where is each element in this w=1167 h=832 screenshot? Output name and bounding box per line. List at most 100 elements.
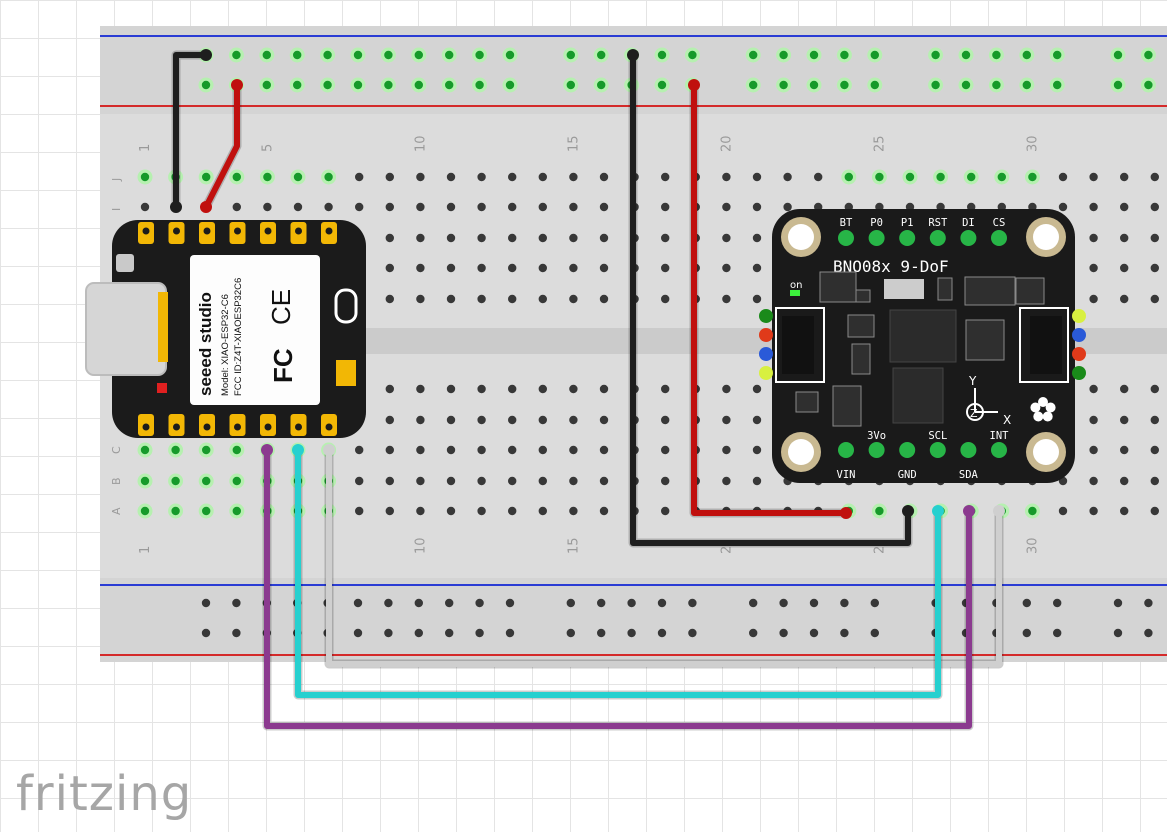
terminal-hole[interactable] — [477, 506, 486, 516]
bottom-rail-hole[interactable] — [840, 598, 849, 608]
terminal-hole[interactable] — [355, 445, 364, 455]
terminal-hole[interactable] — [385, 294, 394, 304]
gnd-top-wire-end[interactable] — [170, 201, 182, 213]
top-rail-hole[interactable] — [384, 50, 393, 60]
terminal-hole[interactable] — [997, 172, 1006, 182]
terminal-hole[interactable] — [936, 172, 945, 182]
bottom-rail-hole[interactable] — [870, 598, 879, 608]
bottom-rail-hole[interactable] — [627, 598, 636, 608]
bottom-rail-hole[interactable] — [779, 598, 788, 608]
terminal-hole[interactable] — [508, 202, 517, 212]
bno-top-pin[interactable] — [960, 230, 977, 246]
bno-bottom-pin[interactable] — [838, 442, 854, 458]
int-wire-end[interactable] — [323, 444, 335, 456]
terminal-hole[interactable] — [232, 476, 241, 486]
bottom-rail-hole[interactable] — [749, 598, 758, 608]
terminal-hole[interactable] — [599, 415, 609, 425]
top-rail-hole[interactable] — [505, 50, 515, 60]
bottom-rail-hole[interactable] — [809, 628, 819, 638]
top-rail-hole[interactable] — [414, 80, 423, 90]
bottom-rail-hole[interactable] — [445, 598, 454, 608]
terminal-hole[interactable] — [661, 445, 670, 455]
terminal-hole[interactable] — [569, 202, 578, 212]
top-rail-hole[interactable] — [505, 80, 515, 90]
bno-top-pin[interactable] — [868, 230, 885, 246]
terminal-hole[interactable] — [416, 384, 425, 394]
terminal-hole[interactable] — [752, 415, 762, 425]
power-top-wire-end[interactable] — [200, 201, 212, 213]
bottom-rail-hole[interactable] — [870, 628, 879, 638]
terminal-hole[interactable] — [202, 476, 211, 486]
terminal-hole[interactable] — [416, 506, 425, 516]
terminal-hole[interactable] — [416, 233, 425, 243]
terminal-hole[interactable] — [538, 445, 547, 455]
bottom-rail-hole[interactable] — [353, 598, 363, 608]
bottom-rail-hole[interactable] — [597, 598, 606, 608]
terminal-hole[interactable] — [752, 384, 762, 394]
top-rail-hole[interactable] — [293, 50, 302, 60]
top-rail-hole[interactable] — [1022, 50, 1031, 60]
bottom-rail-hole[interactable] — [1053, 598, 1062, 608]
terminal-hole[interactable] — [140, 445, 150, 455]
terminal-hole[interactable] — [1089, 294, 1098, 304]
terminal-hole[interactable] — [661, 202, 670, 212]
terminal-hole[interactable] — [202, 445, 211, 455]
top-rail-hole[interactable] — [1113, 80, 1123, 90]
terminal-hole[interactable] — [1150, 202, 1160, 212]
terminal-hole[interactable] — [508, 172, 517, 182]
terminal-hole[interactable] — [446, 415, 456, 425]
scl-wire-end[interactable] — [932, 505, 944, 517]
bottom-rail-hole[interactable] — [657, 628, 667, 638]
terminal-hole[interactable] — [599, 263, 609, 273]
terminal-hole[interactable] — [263, 202, 272, 212]
terminal-hole[interactable] — [1150, 233, 1160, 243]
top-rail-hole[interactable] — [688, 50, 697, 60]
terminal-hole[interactable] — [385, 445, 394, 455]
terminal-hole[interactable] — [508, 233, 517, 243]
terminal-hole[interactable] — [599, 476, 609, 486]
terminal-hole[interactable] — [477, 263, 486, 273]
top-rail-hole[interactable] — [201, 80, 211, 90]
terminal-hole[interactable] — [232, 445, 241, 455]
terminal-hole[interactable] — [140, 202, 150, 212]
terminal-hole[interactable] — [140, 476, 150, 486]
terminal-hole[interactable] — [661, 506, 670, 516]
top-rail-hole[interactable] — [931, 50, 940, 60]
terminal-hole[interactable] — [1120, 233, 1129, 243]
top-rail-hole[interactable] — [749, 50, 758, 60]
terminal-hole[interactable] — [1150, 445, 1160, 455]
top-rail-hole[interactable] — [809, 50, 819, 60]
top-rail-hole[interactable] — [262, 50, 271, 60]
terminal-hole[interactable] — [1120, 445, 1129, 455]
terminal-hole[interactable] — [538, 415, 547, 425]
bottom-rail-hole[interactable] — [232, 628, 241, 638]
terminal-hole[interactable] — [140, 506, 150, 516]
terminal-hole[interactable] — [1089, 263, 1098, 273]
terminal-hole[interactable] — [446, 172, 456, 182]
bno-top-pin[interactable] — [838, 230, 854, 246]
top-rail-hole[interactable] — [1053, 50, 1062, 60]
bottom-rail-hole[interactable] — [232, 598, 241, 608]
bno-top-pin[interactable] — [929, 230, 946, 246]
terminal-hole[interactable] — [722, 415, 731, 425]
terminal-hole[interactable] — [783, 202, 792, 212]
terminal-hole[interactable] — [477, 384, 486, 394]
terminal-hole[interactable] — [538, 202, 547, 212]
top-rail-hole[interactable] — [566, 50, 575, 60]
top-rail-hole[interactable] — [293, 80, 302, 90]
top-rail-hole[interactable] — [597, 80, 606, 90]
bottom-rail-hole[interactable] — [1113, 628, 1123, 638]
terminal-hole[interactable] — [1089, 202, 1098, 212]
terminal-hole[interactable] — [385, 476, 394, 486]
xiao-esp32c6-board[interactable]: seeed studio Model: XIAO-ESP32-C6 FCC ID… — [85, 220, 366, 438]
top-rail-hole[interactable] — [961, 50, 971, 60]
terminal-hole[interactable] — [171, 506, 180, 516]
terminal-hole[interactable] — [1120, 415, 1129, 425]
gnd-top-wire[interactable] — [173, 52, 209, 210]
bottom-rail-hole[interactable] — [414, 628, 423, 638]
terminal-hole[interactable] — [202, 172, 211, 182]
terminal-hole[interactable] — [446, 202, 456, 212]
terminal-hole[interactable] — [1089, 476, 1098, 486]
terminal-hole[interactable] — [538, 384, 547, 394]
terminal-hole[interactable] — [1058, 202, 1068, 212]
